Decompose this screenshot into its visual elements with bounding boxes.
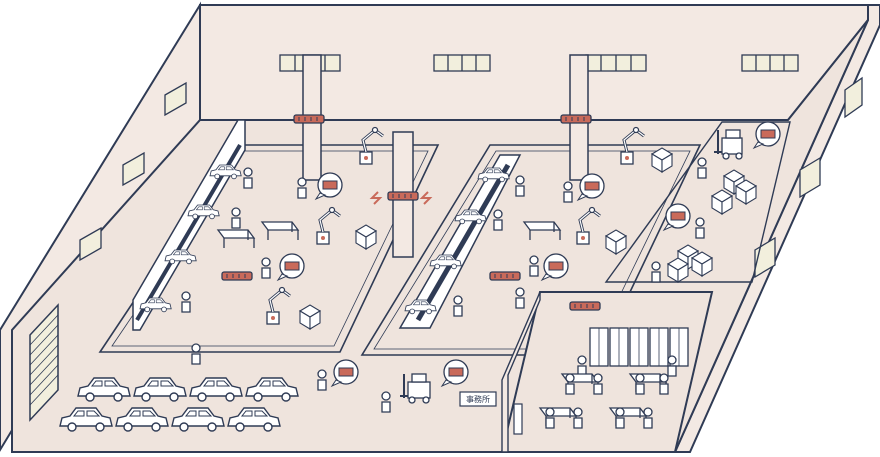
worker-icon	[381, 391, 391, 413]
worker-icon	[697, 157, 707, 179]
sensor-device-icon	[221, 271, 253, 281]
worker-icon	[317, 369, 327, 391]
office-room	[500, 291, 714, 453]
ceiling-pillar-2	[560, 54, 592, 181]
office-sign-label: 事務所	[466, 394, 490, 404]
worker-icon	[191, 343, 201, 365]
worker-icon	[453, 295, 463, 317]
assembly-line-2	[398, 154, 522, 329]
worker-icon	[261, 257, 271, 279]
box-stack-icon	[651, 147, 673, 173]
left-wall-windows	[79, 81, 187, 262]
cabinet-icon	[649, 327, 669, 367]
cabinet-icon	[629, 327, 649, 367]
worker-icon	[297, 177, 307, 199]
ceiling-pillar-1	[293, 54, 325, 181]
cabinet-icon	[609, 327, 629, 367]
box-stack-icon	[605, 229, 627, 255]
shutter-door	[29, 303, 59, 422]
worker-icon	[651, 261, 661, 283]
worker-icon	[695, 217, 705, 239]
worker-icon	[515, 287, 525, 309]
box-stack-icon	[711, 189, 733, 215]
box-stack-icon	[299, 304, 321, 330]
worker-icon	[231, 207, 241, 229]
worker-icon	[529, 255, 539, 277]
sensor-device-icon	[489, 271, 521, 281]
forklift-icon	[714, 129, 743, 160]
worker-icon	[181, 291, 191, 313]
assembly-line-1	[132, 119, 246, 331]
office-sign: 事務所	[459, 391, 497, 407]
worker-icon	[243, 167, 253, 189]
worker-icon	[493, 209, 503, 231]
forklift-icon	[400, 373, 431, 404]
box-stack-icon	[735, 179, 757, 205]
worker-icon	[515, 175, 525, 197]
central-pillar	[369, 131, 433, 258]
worker-icon	[563, 181, 573, 203]
box-stack-icon	[355, 224, 377, 250]
cabinet-icon	[589, 327, 609, 367]
box-stack-icon	[691, 251, 713, 277]
box-stack-icon	[667, 257, 689, 283]
